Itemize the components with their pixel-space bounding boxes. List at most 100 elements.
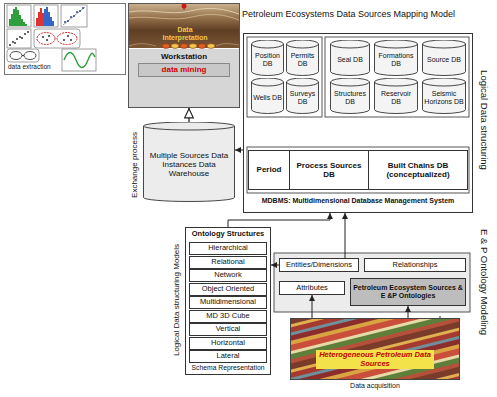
node-text: Hierarchical: [190, 244, 266, 253]
ontology-box: Petroleum Ecosystem Sources & E &P Ontol…: [350, 278, 466, 306]
chart-icons: [57, 33, 77, 45]
node-subtext: MDBMS: Multidimensional Database Managem…: [244, 197, 472, 205]
chart-icons: [50, 17, 52, 26]
chart-icons: [67, 20, 69, 22]
cylinder-body: [423, 40, 466, 76]
chart-icons: [44, 9, 46, 26]
process-box: Period: [248, 150, 290, 190]
marker-chain: [189, 44, 197, 49]
rock-photo: [129, 4, 239, 49]
database-cylinder: Surveys DB: [286, 78, 319, 114]
side-label: Logical Data structuring: [479, 70, 489, 170]
cylinder-body: [375, 40, 418, 76]
process-box: Relationships: [364, 258, 466, 272]
cylinder-body: [331, 78, 370, 113]
node-text: Reservoir DB: [374, 90, 418, 106]
side-label: Logical Data structuring Models: [173, 244, 182, 356]
node-text: Horizontal: [190, 339, 266, 348]
cylinder-rim: [331, 82, 370, 86]
db-group-frames: [247, 37, 322, 117]
node-text: Vertical: [190, 325, 266, 334]
rock-photo: [182, 4, 187, 9]
marker-chain: [171, 44, 179, 49]
node-text: MD 3D Cube: [190, 312, 266, 321]
process-box: Entities/Dimensions: [279, 258, 359, 272]
rock-photo: [129, 44, 156, 46]
cylinder-body: [287, 78, 319, 114]
chart-icons: [42, 13, 44, 26]
chart-icons: [76, 11, 78, 13]
chart-icons: [34, 5, 58, 27]
chart-icons: [46, 39, 48, 41]
chart-icons: [21, 37, 23, 39]
chart-icons: [38, 12, 40, 26]
connector: [271, 265, 279, 266]
chart-icons: [67, 35, 69, 37]
chart-icons: [24, 52, 36, 60]
db-group-frames: [247, 37, 469, 193]
node-text: Structures DB: [330, 90, 370, 106]
process-box: Vertical: [189, 323, 267, 336]
marker-chain: [162, 44, 215, 49]
database-cylinder: Formations DB: [374, 40, 418, 76]
strata-photo: [290, 318, 460, 380]
chart-icons: [11, 14, 13, 26]
chart-icons: [37, 33, 55, 45]
db-group-frames: [325, 37, 469, 117]
chart-icons: [82, 7, 84, 9]
process-box: Relational: [189, 256, 267, 269]
database-cylinder: Wells DB: [251, 78, 284, 114]
process-box: Multidimensional: [189, 296, 267, 309]
process-box: Process Sources DB: [289, 150, 369, 190]
node-text: Surveys DB: [286, 90, 319, 106]
connector: [235, 150, 243, 151]
chart-icons: [7, 29, 31, 48]
side-label: Exchange process: [131, 132, 140, 198]
connector: [345, 213, 346, 258]
database-cylinder: Reservoir DB: [374, 78, 418, 114]
data-photo: Heterogeneous Petroleum Data SourcesData…: [290, 318, 460, 380]
node-text: Object Oriented: [190, 285, 266, 294]
chart-icons: [36, 18, 38, 26]
chart-icons: [22, 55, 24, 56]
chart-icons: [7, 5, 31, 27]
cylinder-body: [423, 78, 466, 114]
cylinder-rim: [375, 44, 418, 48]
database-cylinder: Source DB: [422, 40, 466, 76]
mining-box: data mining: [138, 63, 230, 77]
node-text: Wells DB: [251, 94, 284, 102]
group-frame: HierarchicalRelationalNetworkObject Orie…: [185, 227, 271, 375]
db-group-frames: [247, 147, 469, 193]
connector: [228, 213, 330, 227]
process-box: MD 3D Cube: [189, 310, 267, 323]
chart-icons: [7, 5, 96, 71]
node-text: Attributes: [280, 284, 344, 293]
marker-chain: [198, 44, 206, 49]
cylinder-body: [331, 40, 370, 75]
chart-icons: [40, 8, 42, 26]
database-cylinder: Multiple Sources Data Instances Data War…: [143, 122, 235, 202]
chart-icons: [79, 10, 81, 12]
ontology-frame: [274, 253, 470, 312]
chart-icons: [21, 19, 23, 26]
workstation-box: Data Interpretationdata miningWorkstatio…: [128, 3, 240, 108]
text-node: Data Interpretation: [158, 24, 212, 44]
node-text: Relationships: [365, 261, 465, 270]
chart-icons: [63, 7, 85, 25]
chart-icons: [9, 44, 11, 46]
node-subtext: Data acquisition: [291, 382, 459, 390]
chart-icons: [70, 16, 72, 18]
chart-icons: [27, 31, 29, 33]
node-text: Network: [190, 271, 266, 280]
rock-photo: [129, 14, 239, 20]
chart-icons: [19, 36, 21, 38]
chart-icons: [10, 52, 22, 60]
chart-icons: [14, 42, 16, 44]
node-text: Lateral: [190, 352, 266, 361]
workstation-panel: [129, 49, 239, 107]
database-cylinder: Seal DB: [330, 40, 370, 76]
node-text: Relational: [190, 258, 266, 267]
cylinder-body: [287, 40, 319, 76]
node-subtext: Schema Representation: [186, 364, 270, 372]
